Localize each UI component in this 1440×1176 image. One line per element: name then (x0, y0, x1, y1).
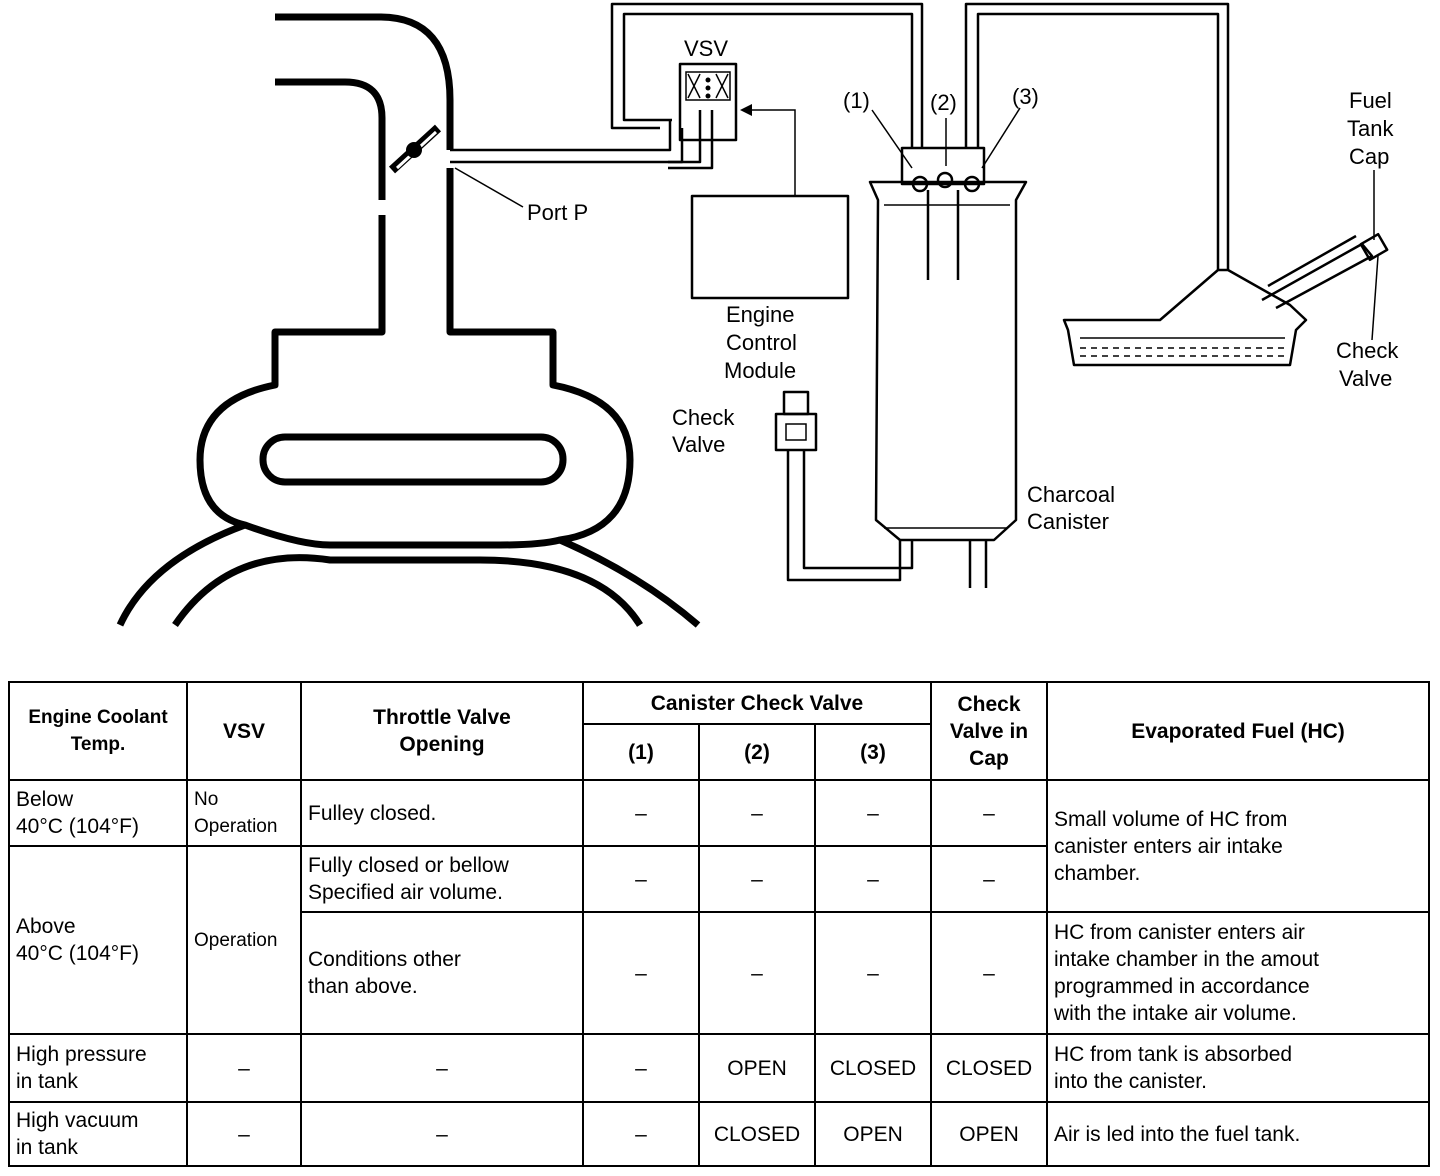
header-valve-2: (2) (698, 723, 816, 781)
below-valve-1-cell: – (582, 779, 700, 847)
vsv-label: VSV (684, 36, 728, 61)
header-evaporated-fuel: Evaporated Fuel (HC) (1046, 681, 1430, 781)
header-valve-1: (1) (582, 723, 700, 781)
above-closed-valve-1-cell: – (582, 845, 700, 913)
valve-1-label: (1) (843, 88, 870, 113)
fuel-tank-cap-label-line2: Tank (1347, 116, 1394, 141)
throttle-valve (388, 124, 442, 174)
high-vacuum-valve-3-cell: OPEN (814, 1101, 932, 1167)
below-cap-cell: – (930, 779, 1048, 847)
fuel-tank-cap-label-line3: Cap (1349, 144, 1389, 169)
charcoal-canister-label-line2: Canister (1027, 509, 1109, 534)
below-valve-2-cell: – (698, 779, 816, 847)
intake-manifold (116, 13, 701, 628)
below-throttle-cell: Fulley closed. (300, 779, 584, 847)
below-valve-3-cell: – (814, 779, 932, 847)
tank-check-valve-label-line1: Check (1336, 338, 1399, 363)
high-vacuum-throttle-cell: – (300, 1101, 584, 1167)
valve-2-label: (2) (930, 90, 957, 115)
high-vacuum-hc-cell: Air is led into the fuel tank. (1046, 1101, 1430, 1167)
above-vsv-cell: Operation (186, 845, 302, 1035)
evap-system-diagram: VSV Port P Engine Control Module (1) (2)… (116, 2, 1399, 628)
purge-pipe (610, 2, 1230, 270)
charcoal-canister (868, 107, 1028, 588)
line-check-valve-label-line1: Check (672, 405, 735, 430)
tank-check-valve-label-line2: Valve (1339, 366, 1392, 391)
above-closed-valve-2-cell: – (698, 845, 816, 913)
line-check-valve-label-line2: Valve (672, 432, 725, 457)
high-pressure-vsv-cell: – (186, 1033, 302, 1103)
ecm-label-line1: Engine (726, 302, 795, 327)
high-pressure-valve-2-cell: OPEN (698, 1033, 816, 1103)
header-vsv: VSV (186, 681, 302, 781)
fuel-tank-cap-label-line1: Fuel (1349, 88, 1392, 113)
line-check-valve (774, 390, 914, 582)
above-closed-cap-cell: – (930, 845, 1048, 913)
high-vacuum-valve-2-cell: CLOSED (698, 1101, 816, 1167)
port-p-label: Port P (527, 200, 588, 225)
high-vacuum-vsv-cell: – (186, 1101, 302, 1167)
high-vacuum-valve-1-cell: – (582, 1101, 700, 1167)
vsv-valve (668, 62, 738, 170)
ecm-label-line3: Module (724, 358, 796, 383)
high-vacuum-cap-cell: OPEN (930, 1101, 1048, 1167)
above-other-valve-2-cell: – (698, 911, 816, 1035)
engine-control-module (690, 104, 850, 300)
valve-3-label: (3) (1012, 84, 1039, 109)
above-closed-valve-3-cell: – (814, 845, 932, 913)
above-other-cap-cell: – (930, 911, 1048, 1035)
header-valve-3: (3) (814, 723, 932, 781)
high-pressure-valve-3-cell: CLOSED (814, 1033, 932, 1103)
port-p-pipe (450, 120, 684, 208)
high-pressure-cap-cell: CLOSED (930, 1033, 1048, 1103)
above-other-valve-3-cell: – (814, 911, 932, 1035)
high-pressure-throttle-cell: – (300, 1033, 584, 1103)
above-other-valve-1-cell: – (582, 911, 700, 1035)
fuel-tank (1062, 170, 1389, 367)
charcoal-canister-label-line1: Charcoal (1027, 482, 1115, 507)
high-pressure-valve-1-cell: – (582, 1033, 700, 1103)
header-canister-check-valve: Canister Check Valve (582, 681, 932, 725)
ecm-label-line2: Control (726, 330, 797, 355)
